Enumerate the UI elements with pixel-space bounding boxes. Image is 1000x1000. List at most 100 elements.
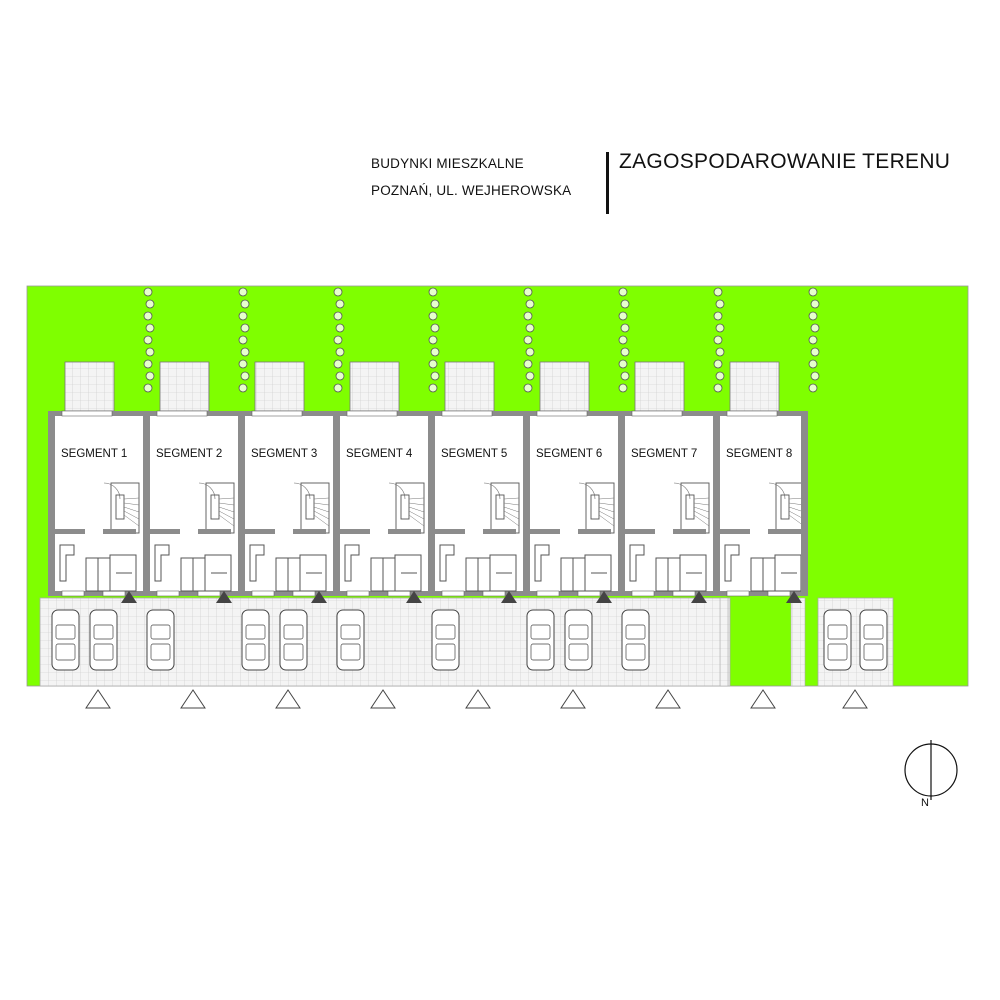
hedge-tree — [618, 335, 628, 345]
hedge-tree — [143, 335, 153, 345]
partition-wall — [198, 529, 231, 534]
access-marker — [275, 689, 301, 709]
staircase — [205, 482, 235, 534]
hedge-tree — [620, 371, 630, 381]
hedge-tree — [525, 371, 535, 381]
access-marker — [560, 689, 586, 709]
hedge-tree — [715, 347, 725, 357]
end-wall — [801, 411, 808, 596]
stair-step — [408, 497, 425, 500]
car-windshield — [55, 624, 76, 640]
hedge-tree — [240, 323, 250, 333]
hedge-tree — [618, 311, 628, 321]
party-wall — [238, 411, 245, 596]
window — [156, 410, 208, 417]
hedge-tree — [143, 311, 153, 321]
hedge-tree — [430, 299, 440, 309]
car-body — [51, 609, 80, 671]
window — [441, 410, 493, 417]
project-info: BUDYNKI MIESZKALNE POZNAŃ, UL. WEJHEROWS… — [371, 150, 571, 204]
street-wall — [523, 591, 618, 596]
staircase — [490, 482, 520, 534]
car-body — [823, 609, 852, 671]
party-wall — [523, 411, 530, 596]
segment-label: SEGMENT 3 — [251, 448, 317, 460]
hedge-tree — [240, 347, 250, 357]
partition-wall — [293, 529, 326, 534]
partition-wall — [245, 529, 275, 534]
window — [536, 410, 588, 417]
terrace — [254, 361, 305, 412]
hedge-tree — [713, 383, 723, 393]
kitchen-counter — [439, 544, 455, 582]
hedge-tree — [335, 299, 345, 309]
partition-wall — [720, 529, 750, 534]
north-arrow: N — [904, 740, 958, 809]
terrace — [634, 361, 685, 412]
parked-car — [431, 609, 460, 671]
stair-step — [218, 502, 235, 506]
north-label: N — [921, 797, 929, 809]
hedge-tree — [428, 287, 438, 297]
segment-label: SEGMENT 7 — [631, 448, 697, 460]
hedge-tree — [428, 335, 438, 345]
terrace — [729, 361, 780, 412]
hedge-tree — [335, 347, 345, 357]
hedge-tree — [428, 383, 438, 393]
party-wall — [333, 411, 340, 596]
hedge-tree — [523, 311, 533, 321]
stair-step — [693, 497, 710, 500]
car-roof — [55, 643, 76, 661]
stair-step — [598, 497, 615, 500]
party-wall — [143, 411, 150, 596]
stair-step — [503, 506, 520, 513]
project-location: POZNAŃ, UL. WEJHEROWSKA — [371, 183, 572, 198]
window — [346, 590, 370, 597]
car-windshield — [625, 624, 646, 640]
car-windshield — [863, 624, 884, 640]
hedge-tree — [808, 359, 818, 369]
car-windshield — [150, 624, 171, 640]
hedge-tree — [430, 371, 440, 381]
stair-step — [123, 514, 140, 527]
parked-car — [526, 609, 555, 671]
hedge-tree — [333, 287, 343, 297]
car-body — [279, 609, 308, 671]
partition-wall — [530, 529, 560, 534]
parked-car — [859, 609, 888, 671]
street-wall — [428, 591, 523, 596]
kitchen-counter — [534, 544, 550, 582]
car-roof — [435, 643, 456, 661]
stair-step — [313, 497, 330, 500]
window — [292, 590, 316, 597]
hedge-tree — [238, 287, 248, 297]
segment-6 — [523, 361, 618, 597]
window — [61, 590, 85, 597]
party-wall — [428, 411, 435, 596]
hedge-tree — [713, 287, 723, 297]
parked-car — [146, 609, 175, 671]
hedge-tree — [428, 359, 438, 369]
car-body — [89, 609, 118, 671]
hedge-tree — [715, 299, 725, 309]
segment-label: SEGMENT 4 — [346, 448, 413, 460]
car-body — [526, 609, 555, 671]
car-body — [146, 609, 175, 671]
stair-step — [123, 497, 140, 500]
stair-step — [598, 510, 615, 520]
window — [631, 410, 683, 417]
staircase — [680, 482, 710, 534]
window — [102, 590, 126, 597]
car-roof — [93, 643, 114, 661]
car-windshield — [245, 624, 266, 640]
hedge-tree — [145, 371, 155, 381]
header-divider — [606, 152, 609, 214]
window — [672, 590, 696, 597]
car-roof — [530, 643, 551, 661]
hedge-tree — [145, 347, 155, 357]
hedge-tree — [143, 359, 153, 369]
hedge-tree — [335, 323, 345, 333]
staircase — [110, 482, 140, 534]
footpath — [790, 597, 806, 687]
